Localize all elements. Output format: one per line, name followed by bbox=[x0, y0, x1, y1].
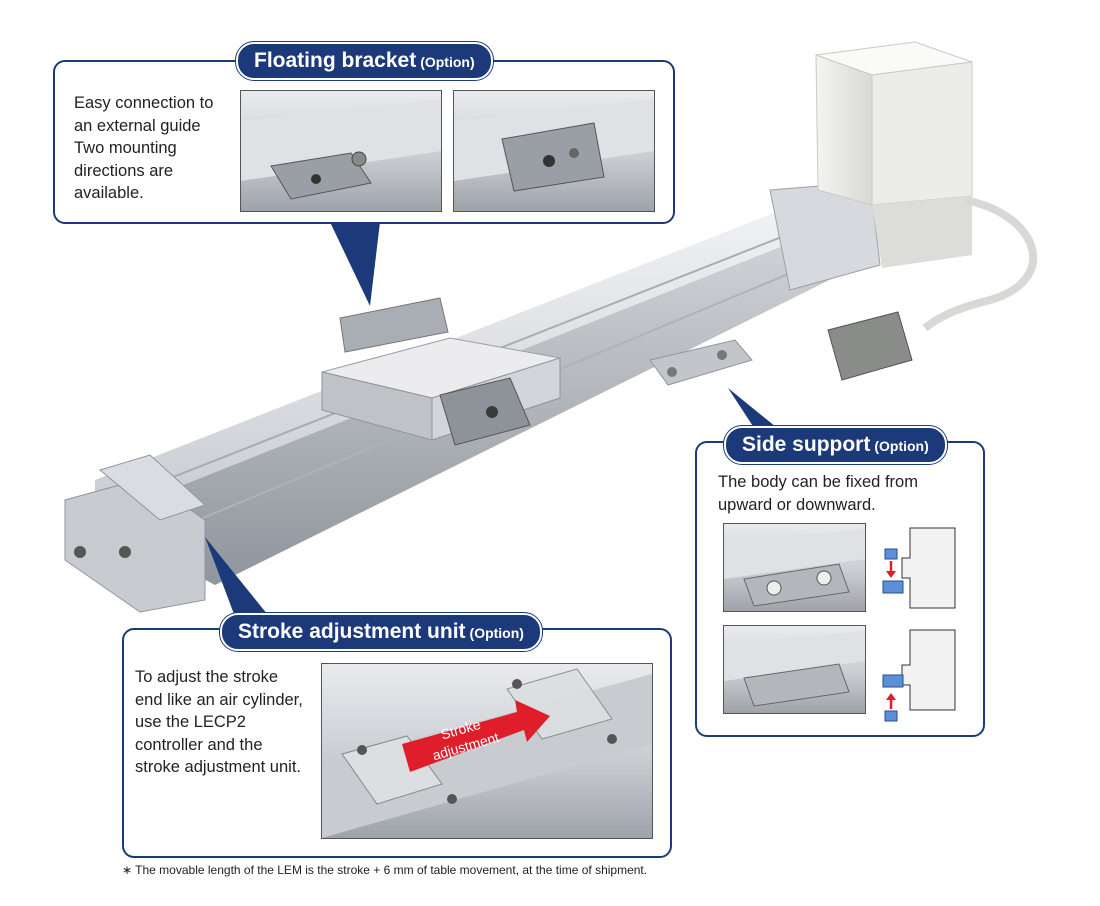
fb-line-1: Easy connection to bbox=[74, 94, 214, 112]
side-support-diagram-down bbox=[882, 629, 956, 722]
floating-bracket-photo-1 bbox=[240, 90, 442, 212]
stroke-unit-title-text: Stroke adjustment unit bbox=[238, 620, 466, 643]
ss-line-1: The body can be fixed from bbox=[718, 473, 918, 491]
floating-bracket-description: Easy connection to an external guide Two… bbox=[74, 92, 213, 205]
floating-bracket-title: Floating bracket(Option) bbox=[236, 42, 493, 80]
side-support-description: The body can be fixed from upward or dow… bbox=[718, 471, 918, 516]
floating-bracket-callout: Easy connection to an external guide Two… bbox=[53, 60, 675, 224]
side-support-title-text: Side support bbox=[742, 433, 871, 456]
su-line-1: To adjust the stroke bbox=[135, 668, 279, 686]
stroke-unit-description: To adjust the stroke end like an air cyl… bbox=[135, 666, 303, 779]
floating-bracket-pointer bbox=[330, 222, 380, 306]
stroke-unit-option: (Option) bbox=[469, 625, 524, 641]
motor-cover bbox=[815, 41, 973, 268]
fb-line-5: available. bbox=[74, 184, 144, 202]
side-support-callout: The body can be fixed from upward or dow… bbox=[695, 441, 985, 737]
stroke-unit-title: Stroke adjustment unit(Option) bbox=[220, 613, 542, 651]
floating-bracket-photo-2 bbox=[453, 90, 655, 212]
floating-bracket-title-text: Floating bracket bbox=[254, 49, 417, 72]
su-line-5: stroke adjustment unit. bbox=[135, 758, 301, 776]
connector bbox=[827, 311, 913, 381]
floating-bracket-option: (Option) bbox=[420, 54, 475, 70]
su-line-3: use the LECP2 bbox=[135, 713, 246, 731]
side-support-diagram-up bbox=[882, 527, 956, 609]
side-support-title: Side support(Option) bbox=[724, 426, 947, 464]
cable bbox=[922, 196, 1038, 332]
fb-line-2: an external guide bbox=[74, 116, 201, 135]
ss-line-2: upward or downward. bbox=[718, 495, 876, 514]
stroke-unit-callout: To adjust the stroke end like an air cyl… bbox=[122, 628, 672, 858]
floating-bracket-block bbox=[439, 377, 531, 446]
su-line-4: controller and the bbox=[135, 735, 263, 754]
fb-line-3: Two mounting bbox=[74, 139, 177, 157]
su-line-2: end like an air cylinder, bbox=[135, 690, 303, 709]
stroke-unit-photo: Stroke adjustment bbox=[321, 663, 653, 839]
stroke-arrow bbox=[402, 700, 550, 772]
stroke-unit-pointer bbox=[205, 537, 280, 630]
side-support-photo-down bbox=[723, 625, 866, 714]
side-support-photo-up bbox=[723, 523, 866, 612]
fb-line-4: directions are bbox=[74, 161, 174, 180]
side-support-option: (Option) bbox=[874, 438, 929, 454]
footnote: ∗ The movable length of the LEM is the s… bbox=[122, 863, 648, 877]
